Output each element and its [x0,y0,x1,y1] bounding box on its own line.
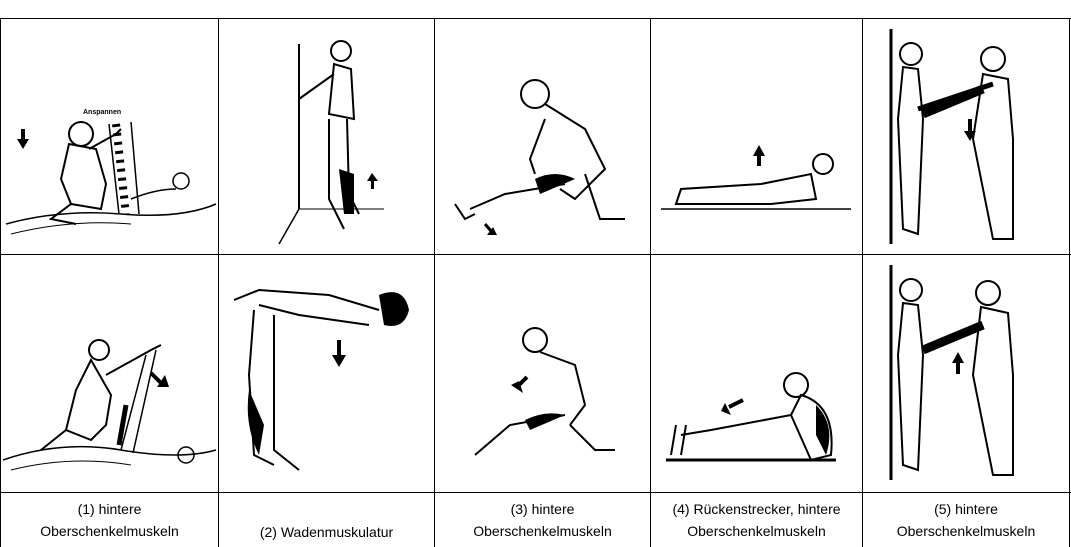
caption-5-line1: (5) hintere [934,498,998,520]
wall-partner-stretch-up-illustration [863,255,1069,492]
anspannen-label: Anspannen [83,109,121,116]
caption-3: (3) hintere Oberschenkelmuskeln [435,493,650,547]
arrow-up-icon [753,145,765,166]
partner-stretch-tense-illustration: Anspannen [1,19,218,254]
forward-bend-illustration [219,255,434,492]
illustration-4-bottom [651,255,862,492]
col-divider-6 [1069,18,1070,547]
caption-4-line2: Oberschenkelmuskeln [687,520,826,542]
partner-stretch-push-illustration [1,255,218,492]
caption-2: (2) Wadenmuskulatur [219,493,434,547]
lying-stretch-illustration [651,19,862,254]
illustration-5-top [863,19,1069,254]
arrow-down-left-icon [485,224,497,235]
arrow-down-left-icon [511,377,527,393]
illustration-2-bottom [219,255,434,492]
illustration-2-top [219,19,434,254]
arrow-down-icon [332,340,346,367]
illustration-3-top [435,19,650,254]
arrow-left-down-icon [721,400,743,415]
arrow-up-icon [952,352,964,374]
arrow-up-icon [367,173,378,189]
caption-1-line1: (1) hintere [78,498,142,520]
caption-5-line2: Oberschenkelmuskeln [897,520,1036,542]
seated-fold-illustration [651,255,862,492]
kneeling-stretch-illustration [435,19,650,254]
wall-calf-stretch-illustration [219,19,434,254]
caption-1-line2: Oberschenkelmuskeln [40,520,179,542]
caption-3-line1: (3) hintere [511,498,575,520]
illustration-1-bottom [1,255,218,492]
arrow-down-icon [17,129,29,149]
wall-partner-stretch-down-illustration [863,19,1069,254]
illustration-1-top: Anspannen [1,19,218,254]
illustration-4-top [651,19,862,254]
arrow-right-down-icon [151,373,169,387]
caption-4: (4) Rückenstrecker, hintere Oberschenkel… [651,493,862,547]
illustration-5-bottom [863,255,1069,492]
illustration-3-bottom [435,255,650,492]
caption-5: (5) hintere Oberschenkelmuskeln [863,493,1069,547]
caption-1: (1) hintere Oberschenkelmuskeln [1,493,218,547]
caption-4-line1: (4) Rückenstrecker, hintere [672,498,840,520]
caption-3-line2: Oberschenkelmuskeln [473,520,612,542]
caption-2-line2: (2) Wadenmuskulatur [260,521,393,543]
kneeling-lunge-illustration [435,255,650,492]
